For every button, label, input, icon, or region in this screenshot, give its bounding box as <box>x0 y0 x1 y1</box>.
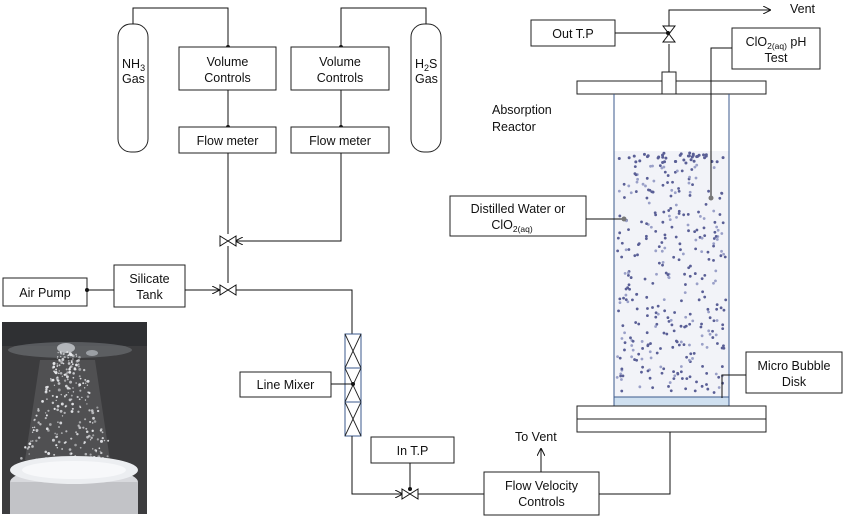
micro-bubble-disk-line1: Micro Bubble <box>758 359 831 373</box>
in-tp-label: In T.P <box>397 444 429 458</box>
nh3-gas-cylinder: NH3 Gas <box>117 23 149 153</box>
svg-text:ClO2(aq): ClO2(aq) <box>491 218 533 234</box>
bubbles <box>615 151 728 394</box>
out-tp-label: Out T.P <box>552 27 593 41</box>
volume-controls-left: Volume Controls <box>178 46 277 91</box>
valve-icon <box>219 235 237 247</box>
distilled-water-sub: 2(aq) <box>513 224 533 234</box>
distilled-water-box: Distilled Water or ClO2(aq) <box>449 195 587 237</box>
absorption-reactor <box>576 80 767 433</box>
flow-velocity-controls-line2: Controls <box>518 495 565 509</box>
line-mixer-label: Line Mixer <box>257 378 315 392</box>
h2s-label-h: H <box>415 57 424 71</box>
distilled-water-prefix: ClO <box>491 218 513 232</box>
flow-meter-right: Flow meter <box>290 126 390 154</box>
micro-bubble-photo <box>2 322 147 514</box>
to-vent-label: To Vent <box>515 430 557 444</box>
micro-bubble-disk-plate <box>613 396 730 407</box>
svg-text:H2S: H2S <box>415 57 437 73</box>
out-tp: Out T.P <box>530 19 616 47</box>
volume-controls-left-line2: Controls <box>204 71 251 85</box>
silicate-tank-line2: Tank <box>136 288 163 302</box>
h2s-subscript: 2 <box>424 63 429 73</box>
flow-meter-right-label: Flow meter <box>309 134 371 148</box>
nh3-label: NH <box>122 57 140 71</box>
flow-velocity-controls: Flow Velocity Controls <box>483 471 600 516</box>
svg-text:NH3: NH3 <box>122 57 145 73</box>
valve-icon <box>219 284 237 296</box>
h2s-gas-label: Gas <box>415 72 438 86</box>
valve-icon <box>401 488 419 500</box>
in-tp: In T.P <box>370 436 455 464</box>
flow-meter-left: Flow meter <box>178 126 277 154</box>
nh3-subscript: 3 <box>140 63 145 73</box>
svg-text:ClO2(aq) pH: ClO2(aq) pH <box>746 35 807 51</box>
clo2-test-prefix: ClO <box>746 35 768 49</box>
air-pump-label: Air Pump <box>19 286 70 300</box>
nh3-gas-label: Gas <box>122 72 145 86</box>
volume-controls-left-line1: Volume <box>207 55 249 69</box>
silicate-tank-line1: Silicate <box>129 272 169 286</box>
silicate-tank: Silicate Tank <box>113 264 186 308</box>
flow-meter-left-label: Flow meter <box>197 134 259 148</box>
vent-label: Vent <box>790 2 816 16</box>
h2s-label-s: S <box>429 57 437 71</box>
clo2-test-line2: Test <box>765 51 788 65</box>
micro-bubble-disk-line2: Disk <box>782 375 807 389</box>
h2s-gas-cylinder: H2S Gas <box>410 23 442 153</box>
air-pump: Air Pump <box>2 277 88 307</box>
absorption-reactor-line1: Absorption <box>492 103 552 117</box>
volume-controls-right: Volume Controls <box>290 46 390 91</box>
volume-controls-right-line2: Controls <box>317 71 364 85</box>
clo2-test-suffix: pH <box>787 35 806 49</box>
absorption-reactor-line2: Reactor <box>492 120 536 134</box>
micro-bubble-disk-box: Micro Bubble Disk <box>745 351 843 394</box>
flow-velocity-controls-line1: Flow Velocity <box>505 479 579 493</box>
distilled-water-line1: Distilled Water or <box>471 202 566 216</box>
volume-controls-right-line1: Volume <box>319 55 361 69</box>
clo2-test-sub: 2(aq) <box>767 41 787 51</box>
line-mixer-label-box: Line Mixer <box>239 371 332 398</box>
clo2-ph-test: ClO2(aq) pH Test <box>731 27 821 70</box>
